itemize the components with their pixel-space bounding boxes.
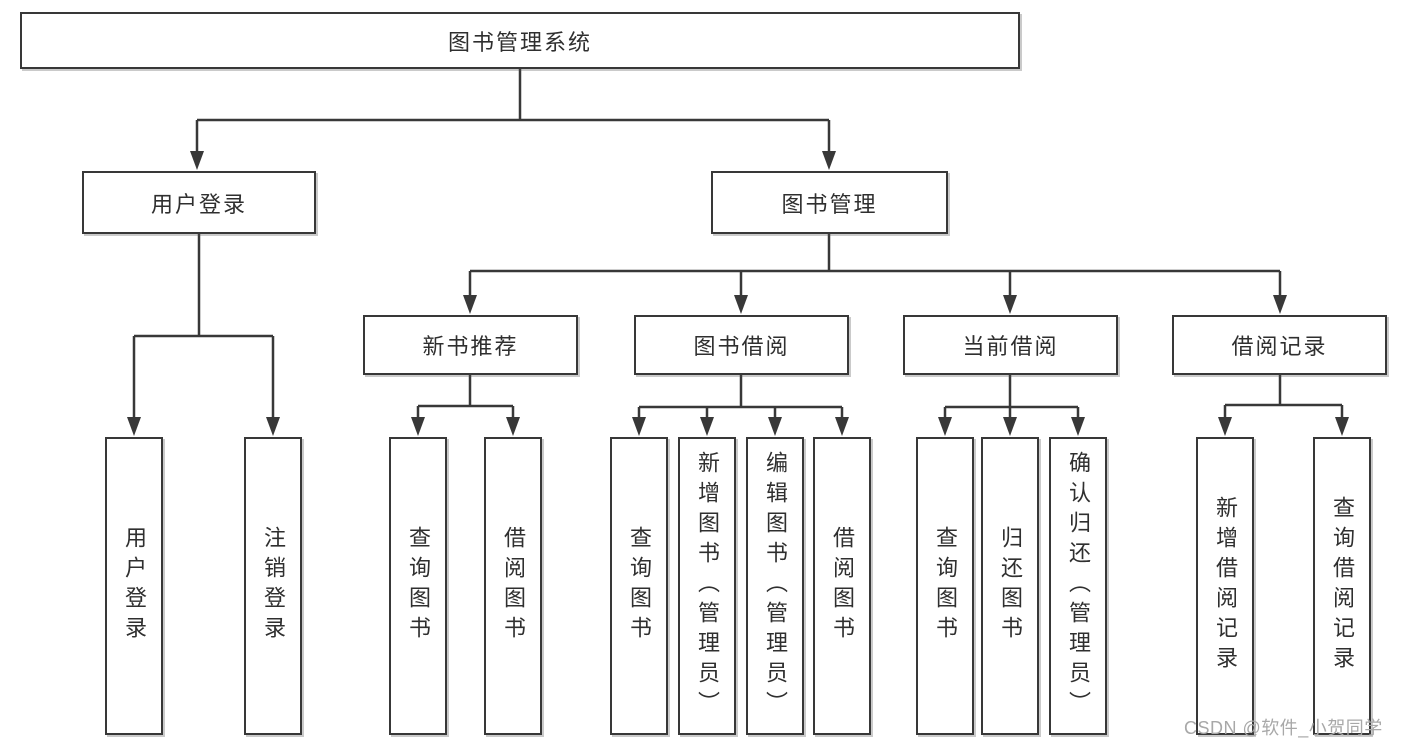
node-library-management-system: 图书管理系统 — [20, 12, 1020, 69]
node-new-book-recommendation: 新书推荐 — [363, 315, 578, 375]
node-current-borrowing: 当前借阅 — [903, 315, 1118, 375]
leaf-confirm-return-admin: 确认归还（管理员） — [1049, 437, 1107, 735]
csdn-watermark: CSDN @软件_小贺同学 — [1184, 718, 1383, 738]
leaf-query-books-current: 查询图书 — [916, 437, 974, 735]
leaf-borrow-books: 借阅图书 — [813, 437, 871, 735]
leaf-add-books-admin: 新增图书（管理员） — [678, 437, 736, 735]
node-borrowing-records: 借阅记录 — [1172, 315, 1387, 375]
leaf-query-books-recommend: 查询图书 — [389, 437, 447, 735]
node-user-login: 用户登录 — [82, 171, 316, 234]
leaf-edit-books-admin: 编辑图书（管理员） — [746, 437, 804, 735]
node-book-management: 图书管理 — [711, 171, 948, 234]
leaf-user-login: 用户登录 — [105, 437, 163, 735]
leaf-query-books-borrow: 查询图书 — [610, 437, 668, 735]
leaf-logout: 注销登录 — [244, 437, 302, 735]
leaf-return-books: 归还图书 — [981, 437, 1039, 735]
node-book-borrowing: 图书借阅 — [634, 315, 849, 375]
leaf-query-borrow-record: 查询借阅记录 — [1313, 437, 1371, 735]
leaf-add-borrow-record: 新增借阅记录 — [1196, 437, 1254, 735]
connector-lines — [132, 69, 1344, 418]
arrowhead-icons — [127, 151, 1349, 436]
leaf-borrow-books-recommend: 借阅图书 — [484, 437, 542, 735]
